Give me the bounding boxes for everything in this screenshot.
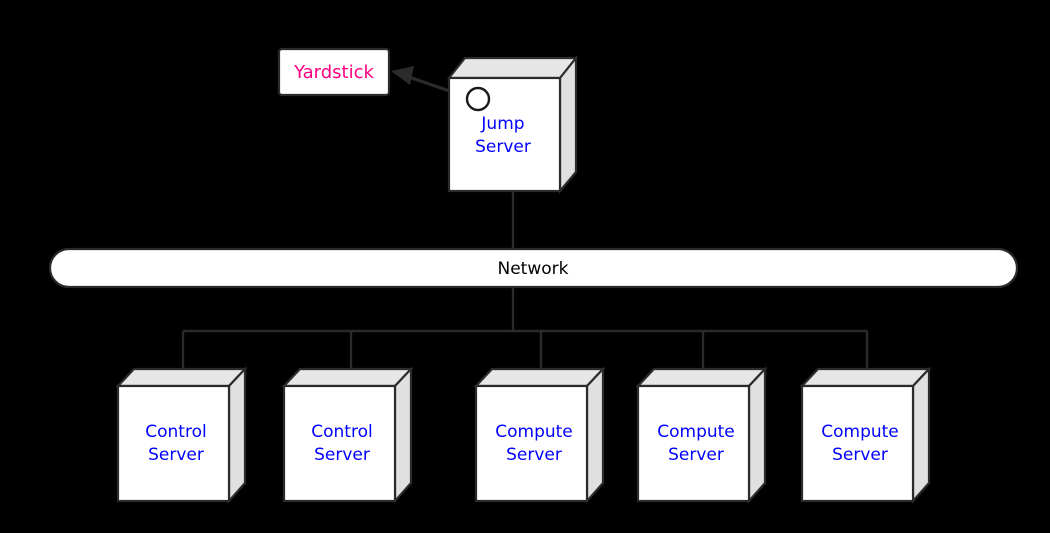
server-box-top <box>799 367 932 388</box>
server-box-top <box>115 367 248 388</box>
server-1[interactable]: Control Server <box>281 366 414 504</box>
jump-server-box-front[interactable] <box>447 76 562 193</box>
server-box-side <box>393 366 413 504</box>
server-box-front[interactable] <box>636 384 751 503</box>
server-label-line2: Server <box>148 445 204 465</box>
yardstick-label: Yardstick <box>293 62 374 83</box>
connector-network-to-servers <box>181 287 869 371</box>
server-box-top <box>281 367 414 388</box>
interface-circle-icon[interactable] <box>465 86 491 112</box>
jump-server-node[interactable]: Jump Server <box>446 54 579 195</box>
server-label-line1: Compute <box>821 422 899 442</box>
arrow-head-icon <box>391 66 414 85</box>
server-label-line2: Server <box>506 445 562 465</box>
server-box-side <box>585 366 605 504</box>
jump-server-box-side <box>558 54 578 195</box>
server-box-front[interactable] <box>800 384 915 503</box>
server-box-top <box>473 367 606 388</box>
network-node[interactable]: Network <box>48 247 1019 289</box>
server-box-front[interactable] <box>282 384 397 503</box>
server-2[interactable]: Compute Server <box>473 366 606 504</box>
jump-server-label-line2: Server <box>475 137 531 157</box>
server-box-front[interactable] <box>474 384 589 503</box>
server-0[interactable]: Control Server <box>115 366 248 504</box>
server-label-line1: Compute <box>657 422 735 442</box>
server-box-side <box>911 366 931 504</box>
server-label-line2: Server <box>314 445 370 465</box>
server-label-line2: Server <box>832 445 888 465</box>
server-box-top <box>635 367 768 388</box>
server-label-line1: Control <box>311 422 372 442</box>
network-label: Network <box>498 259 569 279</box>
server-3[interactable]: Compute Server <box>635 366 768 504</box>
server-label-line1: Compute <box>495 422 573 442</box>
yardstick-box[interactable] <box>277 47 391 97</box>
server-4[interactable]: Compute Server <box>799 366 932 504</box>
server-box-side <box>227 366 247 504</box>
jump-server-box-top <box>446 56 579 80</box>
server-label-line1: Control <box>145 422 206 442</box>
server-box-side <box>747 366 767 504</box>
yardstick-node[interactable]: Yardstick <box>277 47 391 97</box>
jump-server-label-line1: Jump <box>480 114 524 134</box>
network-bar[interactable] <box>48 247 1019 289</box>
server-box-front[interactable] <box>116 384 231 503</box>
server-label-line2: Server <box>668 445 724 465</box>
